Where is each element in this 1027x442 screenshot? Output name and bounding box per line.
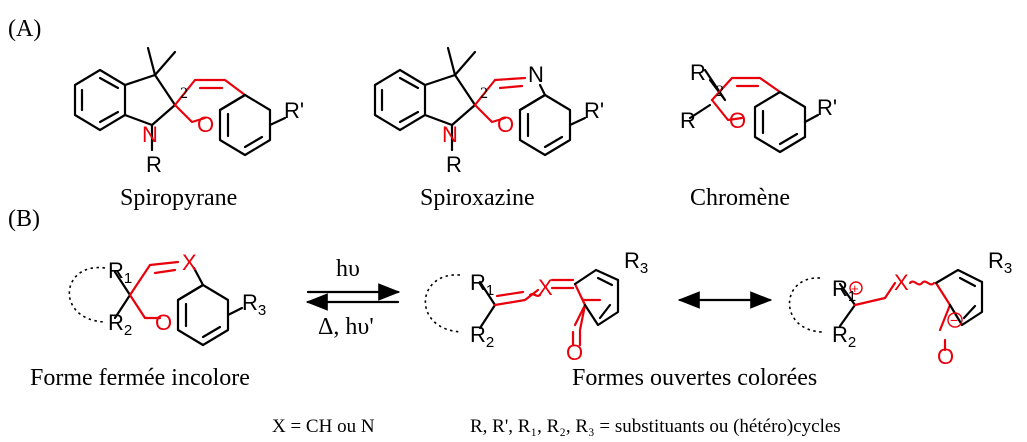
- open1-x-atom: X: [538, 275, 553, 300]
- r-definition: R, R', R₁, R₂, R₃ = substituants ou (hét…: [470, 416, 841, 437]
- spiroxazine-o-atom: O: [497, 112, 514, 137]
- spiroxazine-rprime-label: R': [584, 98, 604, 123]
- x-definition: X = CH ou N: [272, 416, 375, 437]
- spiroxazine-position-label: 2: [480, 85, 488, 102]
- open2-r1-label: R1: [832, 276, 856, 305]
- spiropyran-position-label: 2: [180, 85, 188, 102]
- open1-r2-label: R2: [470, 322, 494, 351]
- open1-o-atom: O: [566, 340, 583, 365]
- chromene-o-atom: O: [729, 108, 746, 133]
- chromene-r2-label: R: [680, 108, 696, 133]
- closed-form-structure: [68, 260, 244, 347]
- spiroxazine-n2-atom: N: [528, 62, 544, 87]
- closed-r1-label: R1: [108, 258, 132, 287]
- open2-o-atom: O: [937, 344, 954, 369]
- panel-b-label: (B): [8, 206, 40, 232]
- chromene-structure: [688, 68, 820, 154]
- spiropyran-structure: [73, 46, 287, 157]
- closed-r3-label: R3: [242, 290, 266, 319]
- open2-x-atom: X: [894, 270, 909, 295]
- open2-r2-label: R2: [832, 322, 856, 351]
- open-form-2-structure: [788, 268, 984, 352]
- open2-plus-charge: +: [851, 281, 859, 296]
- panel-a-label: (A): [8, 16, 41, 42]
- forward-condition-label: hυ: [336, 256, 360, 282]
- closed-x-atom: X: [182, 250, 197, 275]
- spiropyran-rprime-label: R': [284, 98, 304, 123]
- closed-r2-label: R2: [108, 310, 132, 339]
- equilibrium-arrows: [305, 283, 401, 311]
- spiroxazine-structure: [373, 46, 587, 157]
- open1-r3-label: R3: [624, 248, 648, 277]
- spiropyran-n-atom: N: [142, 122, 158, 147]
- spiroxazine-caption: Spiroxazine: [420, 185, 535, 211]
- chromene-caption: Chromène: [690, 185, 790, 211]
- backward-condition-label: Δ, hυ': [318, 314, 374, 340]
- closed-o-atom: O: [155, 310, 172, 335]
- spiropyran-r-label: R: [146, 152, 162, 177]
- closed-form-caption: Forme fermée incolore: [30, 365, 250, 391]
- open-forms-caption: Formes ouvertes colorées: [572, 365, 817, 391]
- chromene-r1-label: R: [690, 60, 706, 85]
- open-form-1-structure: [424, 268, 620, 347]
- spiroxazine-r-label: R: [446, 152, 462, 177]
- spiropyran-o-atom: O: [197, 112, 214, 137]
- spiropyran-caption: Spiropyrane: [120, 185, 237, 211]
- chromene-position-label: 2: [716, 83, 724, 100]
- spiroxazine-n-atom: N: [442, 122, 458, 147]
- open2-minus-charge: −: [950, 312, 958, 328]
- open1-r1-label: R1: [470, 270, 494, 299]
- chromene-rprime-label: R': [817, 95, 837, 120]
- open2-r3-label: R3: [988, 248, 1012, 277]
